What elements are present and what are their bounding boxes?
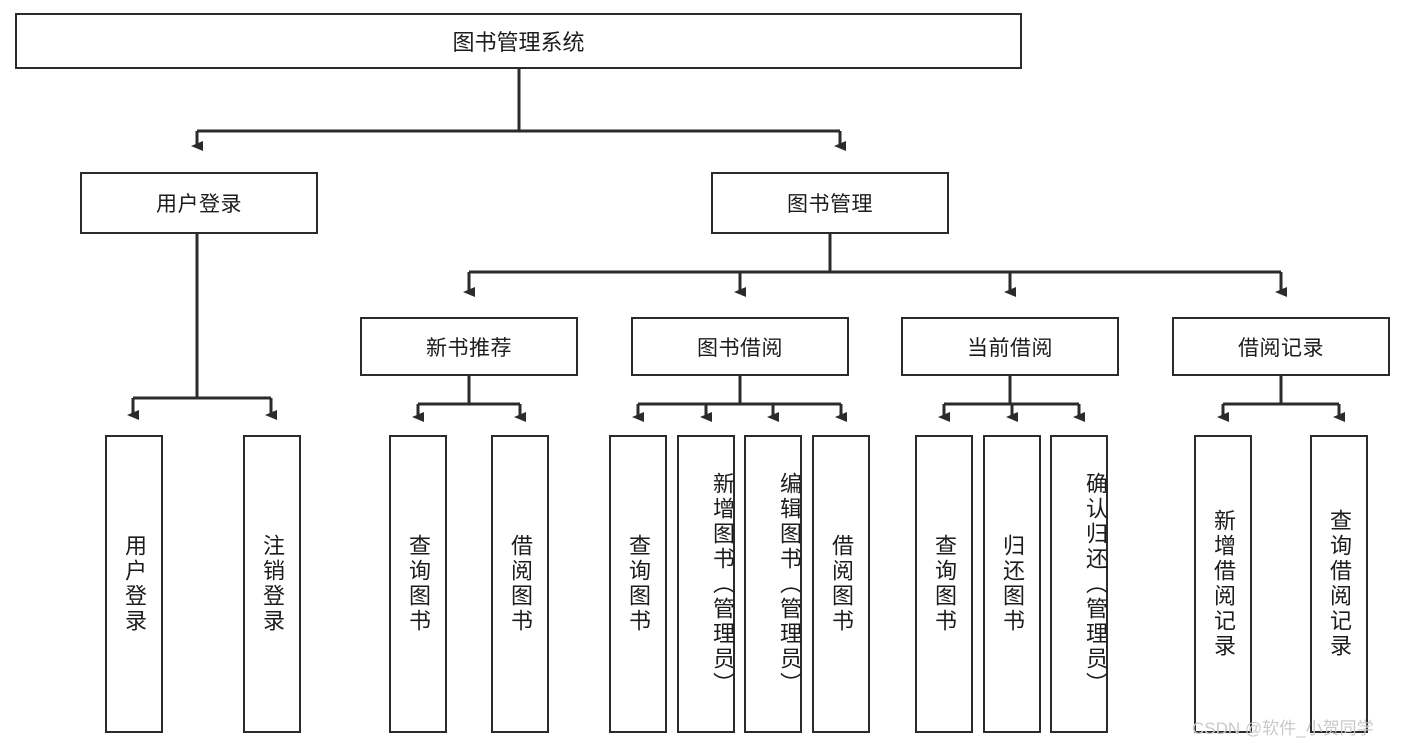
leaf-book-borrow-add[interactable]: 新增图书（管理员） <box>677 435 735 733</box>
leaf-user-login-signout[interactable]: 注销登录 <box>243 435 301 733</box>
leaf-current-query[interactable]: 查询图书 <box>915 435 973 733</box>
leaf-records-add[interactable]: 新增借阅记录 <box>1194 435 1252 733</box>
node-user-login[interactable]: 用户登录 <box>80 172 318 234</box>
leaf-records-query[interactable]: 查询借阅记录 <box>1310 435 1368 733</box>
node-book-borrow[interactable]: 图书借阅 <box>631 317 849 376</box>
leaf-new-book-borrow[interactable]: 借阅图书 <box>491 435 549 733</box>
node-current-borrow[interactable]: 当前借阅 <box>901 317 1119 376</box>
leaf-user-login-signin[interactable]: 用户登录 <box>105 435 163 733</box>
leaf-current-return[interactable]: 归还图书 <box>983 435 1041 733</box>
node-borrow-records[interactable]: 借阅记录 <box>1172 317 1390 376</box>
leaf-book-borrow-query[interactable]: 查询图书 <box>609 435 667 733</box>
node-root-system[interactable]: 图书管理系统 <box>15 13 1022 69</box>
watermark-credit: CSDN @软件_小贺同学 <box>1192 719 1374 738</box>
leaf-book-borrow-edit[interactable]: 编辑图书（管理员） <box>744 435 802 733</box>
leaf-current-confirm-return[interactable]: 确认归还（管理员） <box>1050 435 1108 733</box>
node-book-management[interactable]: 图书管理 <box>711 172 949 234</box>
leaf-new-book-query[interactable]: 查询图书 <box>389 435 447 733</box>
leaf-book-borrow-borrow[interactable]: 借阅图书 <box>812 435 870 733</box>
node-new-book-recommend[interactable]: 新书推荐 <box>360 317 578 376</box>
